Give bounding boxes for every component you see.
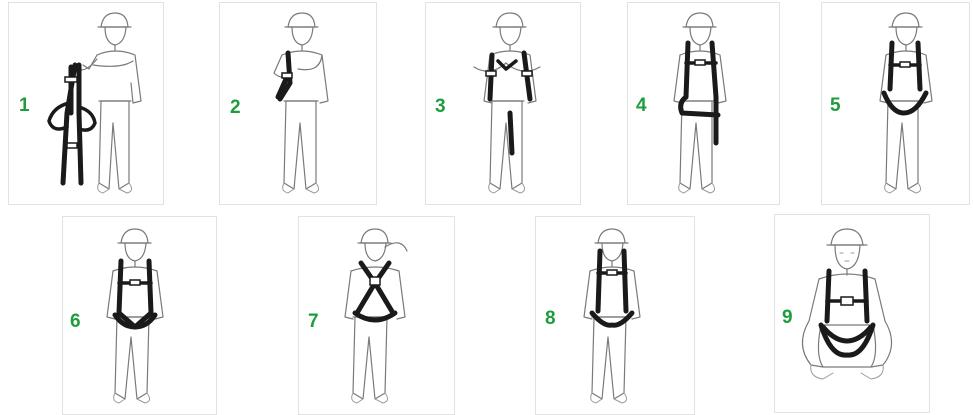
step-panel-9: 9	[774, 214, 930, 413]
worker-harness-on-front-illustration	[63, 217, 217, 415]
step-panel-7: 7	[298, 216, 455, 415]
worker-harness-back-view-illustration	[299, 217, 455, 415]
step-number: 6	[70, 312, 81, 331]
step-number: 2	[230, 98, 241, 117]
step-panel-6: 6	[62, 216, 217, 415]
step-panel-5: 5	[821, 2, 970, 205]
step-number: 9	[782, 308, 793, 327]
step-panel-1: 1	[8, 2, 164, 205]
step-number: 5	[830, 96, 841, 115]
worker-squatting-harness-check-illustration	[775, 215, 930, 413]
step-panel-8: 8	[535, 216, 695, 415]
step-number: 3	[435, 97, 446, 116]
worker-adjusting-leg-straps-illustration	[822, 3, 970, 205]
step-panel-3: 3	[425, 2, 581, 205]
worker-tightening-harness-illustration	[536, 217, 695, 415]
worker-holding-shoulder-strap-illustration	[220, 3, 377, 205]
step-number: 7	[308, 312, 319, 331]
worker-putting-on-harness-illustration	[426, 3, 581, 205]
step-number: 4	[636, 96, 647, 115]
step-number: 8	[545, 309, 556, 328]
worker-fastening-chest-strap-illustration	[628, 3, 780, 205]
step-panel-4: 4	[627, 2, 780, 205]
step-panel-2: 2	[219, 2, 377, 205]
step-number: 1	[19, 96, 30, 115]
worker-holding-harness-illustration	[9, 3, 164, 205]
